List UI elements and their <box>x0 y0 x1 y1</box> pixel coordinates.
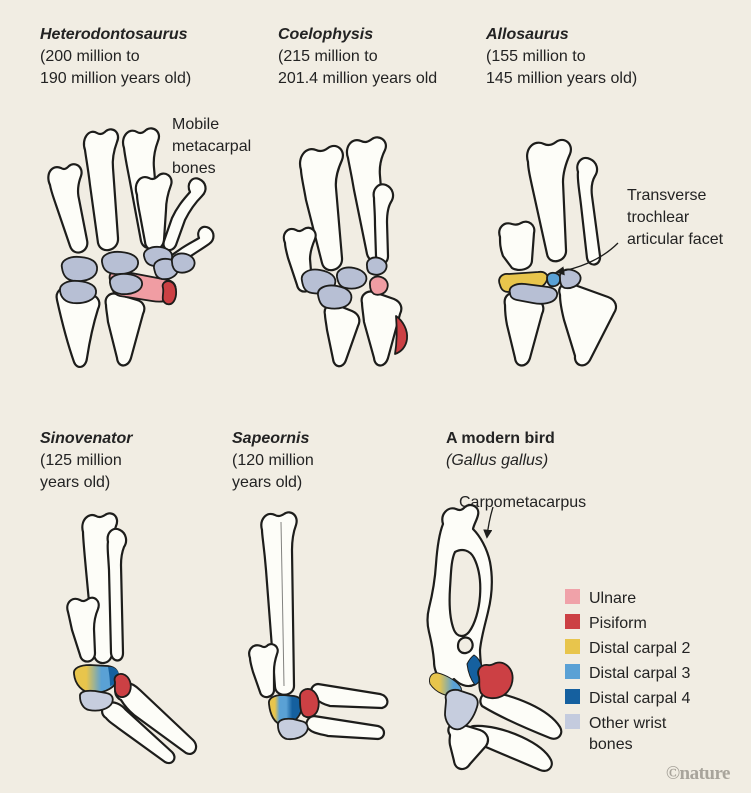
species-dates: years old) <box>232 474 303 491</box>
legend: Ulnare Pisiform Distal carpal 2 Distal c… <box>565 588 707 753</box>
species-name: Allosaurus <box>486 26 569 43</box>
species-name: Sinovenator <box>40 430 133 447</box>
legend-label: Pisiform <box>589 615 647 632</box>
annotation-carpometacarpus: Carpometacarpus <box>459 494 587 511</box>
metacarpal-bones <box>498 138 602 271</box>
transverse-facet-arrow <box>555 242 619 276</box>
ulnare-swatch <box>565 589 580 604</box>
panel-title-modern-bird: A modern bird (Gallus gallus) <box>446 428 681 472</box>
annotation-transverse-facet: Transverse trochlear articular facet <box>627 187 724 248</box>
panel-title-sapeornis: Sapeornis (120 million years old) <box>232 428 467 494</box>
carpometacarpus-bone <box>426 503 493 688</box>
distal-carpal-2-swatch <box>565 639 580 654</box>
distal-carpal-3-bone <box>546 271 562 288</box>
panel-title-heterodontosaurus: Heterodontosaurus (200 million to 190 mi… <box>40 24 275 90</box>
pisiform-swatch <box>565 614 580 629</box>
species-dates: 201.4 million years old <box>278 70 438 87</box>
pisiform-bone <box>113 673 132 698</box>
metacarpal-bones <box>282 136 395 293</box>
legend-item-pisiform: Pisiform <box>565 613 707 638</box>
pisiform-bone <box>477 661 514 700</box>
metacarpal-bones <box>47 127 215 267</box>
other-wrist-bones <box>508 268 582 305</box>
other-wrist-bone <box>277 717 309 741</box>
panel-title-allosaurus: Allosaurus (155 million to 145 million y… <box>486 24 721 90</box>
species-name: Coelophysis <box>278 26 374 43</box>
legend-label: Distal carpal 4 <box>589 690 691 707</box>
forearm-bones <box>305 682 389 741</box>
pisiform-bone <box>394 315 409 355</box>
species-dates: (200 million to <box>40 48 140 65</box>
other-wrist-bones <box>300 256 388 310</box>
distal-carpal-4-swatch <box>565 689 580 704</box>
panel-title-coelophysis: Coelophysis (215 million to 201.4 millio… <box>278 24 513 90</box>
other-wrist-bones-swatch <box>565 714 580 729</box>
legend-item-ulnare: Ulnare <box>565 588 707 613</box>
species-dates: (Gallus gallus) <box>446 452 549 469</box>
metacarpal-bones <box>66 512 128 665</box>
species-name: Sapeornis <box>232 430 310 447</box>
forearm-bones <box>323 290 403 368</box>
ulnare-bone <box>369 275 389 296</box>
other-wrist-bone <box>79 689 114 712</box>
legend-item-distal-carpal-3: Distal carpal 3 <box>565 663 707 688</box>
other-wrist-bones <box>59 245 196 305</box>
carpometacarpus-arrow <box>483 506 494 539</box>
sapeornis-wrist-illustration <box>248 511 389 741</box>
distal-carpal-3-swatch <box>565 664 580 679</box>
species-name: Heterodontosaurus <box>40 26 188 43</box>
species-dates: (215 million to <box>278 48 378 65</box>
species-dates: (120 million <box>232 452 314 469</box>
species-dates: (155 million to <box>486 48 586 65</box>
legend-item-other-wrist-bones: Other wrist bones <box>565 713 707 753</box>
legend-item-distal-carpal-4: Distal carpal 4 <box>565 688 707 713</box>
legend-label: Distal carpal 3 <box>589 665 691 682</box>
sinovenator-wrist-illustration <box>66 512 198 765</box>
modern-bird-wrist-illustration <box>426 503 563 772</box>
annotation-mobile-metacarpal: Mobile metacarpal bones <box>172 116 252 177</box>
panel-title-sinovenator: Sinovenator (125 million years old) <box>40 428 275 494</box>
legend-label: Distal carpal 2 <box>589 640 691 657</box>
legend-item-distal-carpal-2: Distal carpal 2 <box>565 638 707 663</box>
other-wrist-bone <box>444 688 479 731</box>
legend-label: Other wrist bones <box>589 715 667 753</box>
species-dates: (125 million <box>40 452 122 469</box>
species-dates: years old) <box>40 474 111 491</box>
forearm-bones <box>503 282 618 367</box>
legend-label: Ulnare <box>589 590 637 607</box>
species-dates: 145 million years old) <box>486 70 638 87</box>
pisiform-bone <box>161 280 178 306</box>
coelophysis-wrist-illustration <box>282 136 409 368</box>
heterodontosaurus-wrist-illustration <box>47 127 215 368</box>
pisiform-bone <box>299 688 320 719</box>
nature-credit: ©nature <box>665 763 731 784</box>
allosaurus-wrist-illustration <box>498 138 619 367</box>
forearm-bones <box>447 690 563 772</box>
metacarpal-bones <box>248 511 298 699</box>
species-dates: 190 million years old) <box>40 70 192 87</box>
species-name: A modern bird <box>446 430 555 447</box>
